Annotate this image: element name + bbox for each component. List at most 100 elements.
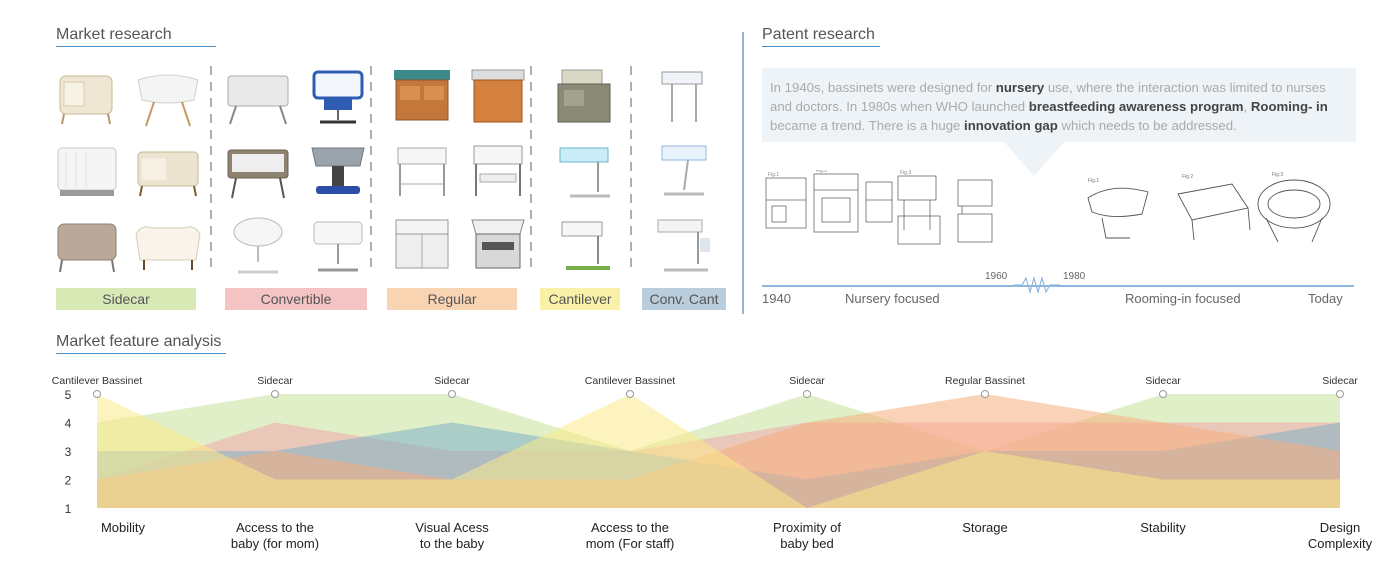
nursery-patent-sketches: Fig.1 Fig.2 Fig.3 — [765, 170, 993, 245]
callout-segment: which needs to be addressed. — [1057, 118, 1237, 133]
top-leader-label: Sidecar — [1145, 375, 1181, 387]
callout-highlight: nursery — [995, 80, 1045, 95]
category-axis-label: Access to the — [591, 520, 669, 535]
convertible-cantilever-image — [657, 219, 710, 272]
sidecar-bassinet-image — [137, 151, 199, 197]
regular-bassinet-image — [397, 147, 447, 196]
timeline-1960-label: 1960 — [985, 271, 1008, 282]
convertible-bassinet-image — [227, 149, 289, 199]
convertible-bassinet-image — [312, 70, 364, 124]
svg-text:Fig.2: Fig.2 — [816, 170, 827, 174]
category-axis-label: Design — [1320, 520, 1360, 535]
category-axis-label: mom (For staff) — [586, 536, 675, 551]
sidecar-bassinet-image — [57, 147, 117, 196]
regular-bassinet-image — [471, 69, 525, 123]
category-axis-label: Proximity of — [773, 520, 841, 535]
convertible-bassinet-image — [313, 221, 363, 272]
callout-pointer — [1004, 142, 1064, 176]
top-marker — [271, 390, 279, 398]
category-axis-label: Complexity — [1308, 536, 1373, 551]
column-separator — [630, 66, 632, 272]
callout-segment: use, where the interaction was limited t… — [770, 80, 1326, 114]
sidecar-bassinet-image — [59, 75, 113, 125]
category-label-sidecar: Sidecar — [56, 288, 196, 310]
sidecar-bassinet-image — [135, 226, 201, 270]
timeline-gap-wave — [1014, 275, 1060, 294]
patent-callout-text: In 1940s, bassinets were designed for nu… — [770, 80, 1328, 133]
regular-bassinet-image — [473, 145, 523, 196]
timeline-rooming-label: Rooming-in focused — [1125, 291, 1241, 306]
category-axis-label: baby bed — [780, 536, 834, 551]
top-leader-label: Sidecar — [257, 375, 293, 387]
patent-callout: In 1940s, bassinets were designed for nu… — [762, 68, 1356, 142]
category-axis-label: Stability — [1140, 520, 1186, 535]
category-label-conv-cant: Conv. Cant — [642, 288, 726, 310]
patent-research-underline — [762, 46, 880, 47]
callout-segment: became a trend. There is a huge — [770, 118, 965, 133]
top-leader-label: Sidecar — [789, 375, 825, 387]
top-leader-label: Sidecar — [1322, 375, 1358, 387]
category-axis-label: to the baby — [420, 536, 485, 551]
column-separator — [210, 66, 212, 272]
timeline-nursery-label: Nursery focused — [845, 291, 940, 306]
top-leader-label: Cantilever Bassinet — [585, 375, 676, 387]
top-marker — [1336, 390, 1344, 398]
top-marker — [626, 390, 634, 398]
svg-text:Fig.1: Fig.1 — [1088, 178, 1099, 184]
feature-analysis-underline — [56, 353, 226, 354]
series-area-cantilever — [97, 394, 1340, 508]
sidecar-bassinet-image — [137, 74, 199, 127]
top-leader-label: Cantilever Bassinet — [52, 375, 143, 387]
cantilever-bassinet-image — [559, 147, 610, 198]
callout-highlight: Rooming- in — [1250, 99, 1328, 114]
sidecar-bassinet-image — [57, 223, 117, 273]
callout-segment: , — [1243, 99, 1251, 114]
convertible-bassinet-image — [227, 75, 289, 125]
timeline-end-label: Today — [1308, 291, 1343, 306]
callout-highlight: breastfeeding awareness program — [1028, 99, 1244, 114]
category-axis-label: Mobility — [101, 520, 146, 535]
category-label-cantilever: Cantilever — [540, 288, 620, 310]
convertible-bassinet-image — [233, 217, 283, 274]
top-marker — [803, 390, 811, 398]
y-tick-label: 2 — [65, 474, 72, 488]
column-separator — [530, 66, 532, 272]
category-axis-label: Storage — [962, 520, 1008, 535]
regular-bassinet-image — [471, 219, 525, 269]
y-tick-label: 1 — [65, 502, 72, 516]
feature-analysis-title: Market feature analysis — [56, 333, 222, 350]
y-tick-label: 3 — [65, 445, 72, 459]
timeline-1980-label: 1980 — [1063, 271, 1086, 282]
column-separator — [370, 66, 372, 272]
svg-text:Fig.1: Fig.1 — [768, 172, 779, 178]
top-leader-label: Sidecar — [434, 375, 470, 387]
category-axis-label: baby (for mom) — [231, 536, 319, 551]
top-marker — [1159, 390, 1167, 398]
convertible-cantilever-image — [661, 145, 707, 196]
top-marker — [93, 390, 101, 398]
cantilever-bassinet-image — [557, 69, 611, 123]
section-divider — [742, 32, 744, 314]
svg-text:Fig.3: Fig.3 — [900, 170, 911, 176]
callout-highlight: innovation gap — [964, 118, 1058, 133]
category-axis-label: Visual Acess — [415, 520, 489, 535]
category-axis-label: Access to the — [236, 520, 314, 535]
cantilever-bassinet-image — [561, 221, 610, 270]
patent-research-title: Patent research — [762, 26, 875, 43]
y-tick-label: 5 — [65, 388, 72, 402]
convertible-bassinet-image — [311, 147, 365, 194]
category-label-regular: Regular — [387, 288, 517, 310]
svg-text:Fig.2: Fig.2 — [1182, 174, 1193, 180]
market-research-underline — [56, 46, 216, 47]
category-label-convertible: Convertible — [225, 288, 367, 310]
patent-timeline — [762, 285, 1354, 287]
top-marker — [981, 390, 989, 398]
regular-bassinet-image — [395, 219, 449, 269]
callout-segment: In 1940s, bassinets were designed for — [770, 80, 996, 95]
top-leader-label: Regular Bassinet — [945, 375, 1025, 387]
market-research-title: Market research — [56, 26, 172, 43]
convertible-cantilever-image — [661, 71, 703, 122]
regular-bassinet-image — [394, 70, 450, 121]
